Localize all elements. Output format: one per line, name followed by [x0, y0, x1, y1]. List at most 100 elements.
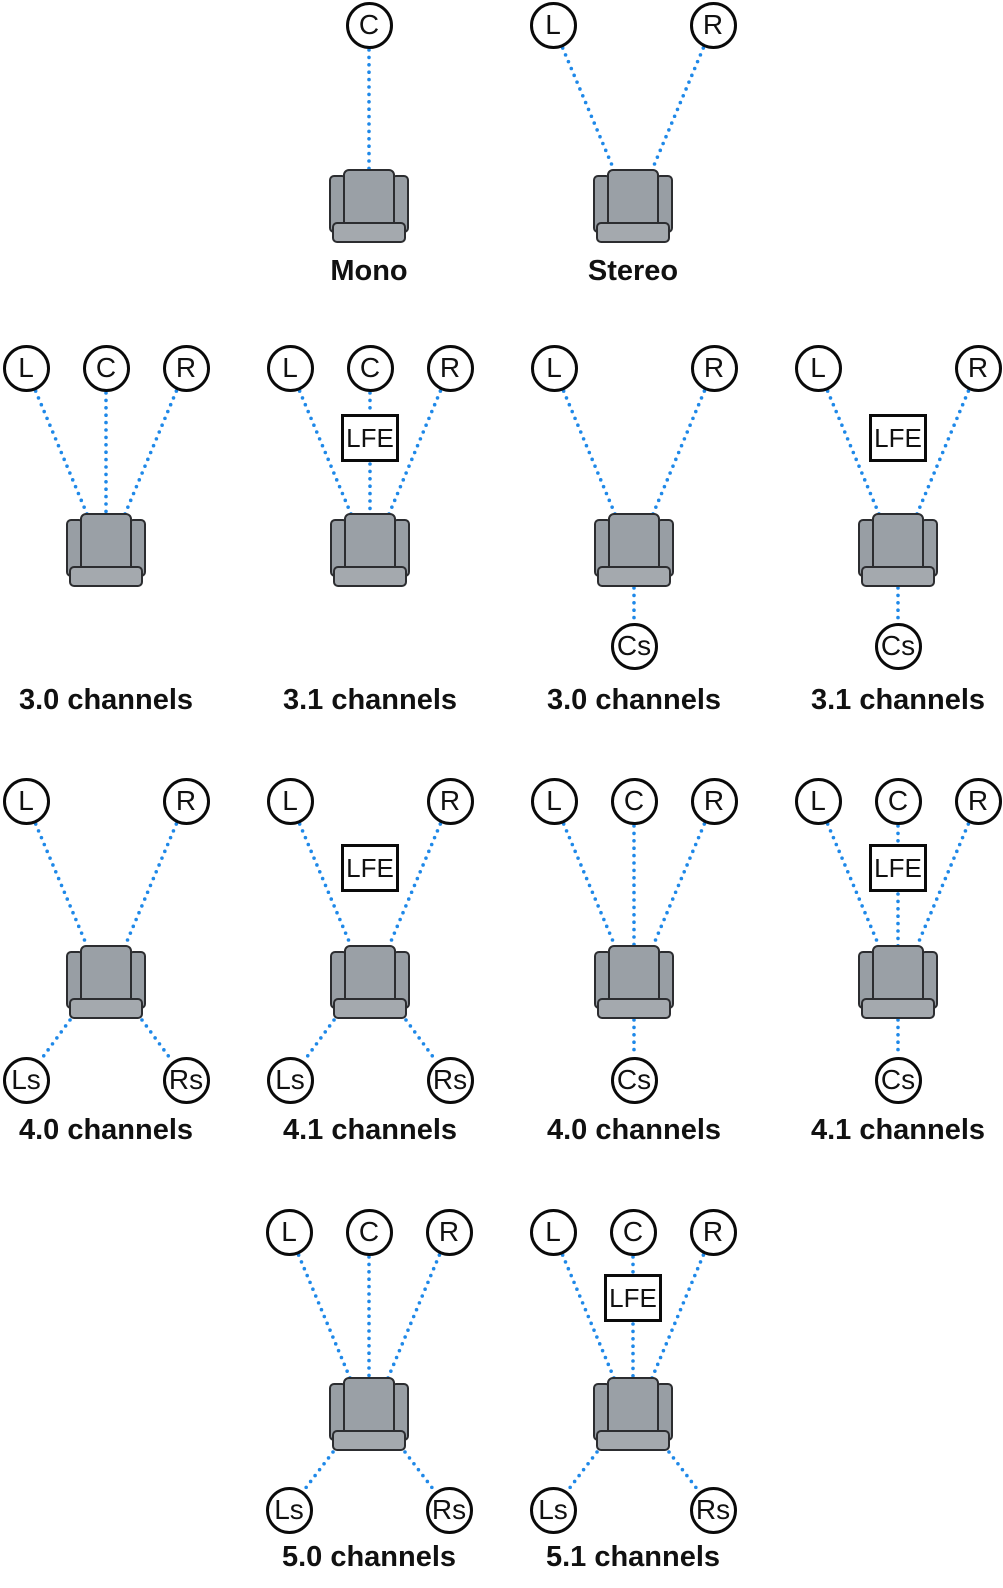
- listener-chair: [858, 945, 938, 1019]
- speaker-connection-line: [561, 389, 617, 516]
- speaker-node-L: L: [266, 344, 314, 392]
- speaker-node-Rs: Rs: [689, 1486, 737, 1534]
- speaker-node-Cs: Cs: [610, 1056, 658, 1104]
- diagram-caption-4-0-center: 4.0 channels: [546, 1114, 722, 1146]
- speaker-connection-line: [915, 389, 971, 516]
- speaker-connection-line: [651, 822, 707, 948]
- speaker-node-L: L: [265, 1208, 313, 1256]
- listener-chair: [330, 513, 410, 587]
- listener-chair: [330, 945, 410, 1019]
- speaker-connection-line: [302, 1018, 336, 1062]
- speaker-node-Ls: Ls: [529, 1486, 577, 1534]
- speaker-node-C: C: [345, 1, 393, 49]
- speaker-connection-line: [386, 1253, 442, 1380]
- speaker-node-R: R: [690, 344, 738, 392]
- speaker-connection-line: [33, 822, 89, 948]
- listener-chair: [329, 169, 409, 243]
- speaker-node-R: R: [162, 777, 210, 825]
- diagram-caption-3-1-surround: 3.1 channels: [810, 684, 986, 716]
- speaker-node-L: L: [266, 777, 314, 825]
- speaker-connection-line: [915, 822, 971, 948]
- speaker-connection-line: [651, 389, 707, 516]
- diagram-caption-3-0-surround: 3.0 channels: [546, 684, 722, 716]
- speaker-node-L: L: [794, 777, 842, 825]
- speaker-connection-line: [825, 822, 881, 948]
- speaker-connection-line: [560, 46, 616, 172]
- speaker-node-R: R: [425, 1208, 473, 1256]
- speaker-node-C: C: [874, 777, 922, 825]
- speaker-node-R: R: [689, 1, 737, 49]
- speaker-node-Rs: Rs: [426, 1056, 474, 1104]
- diagram-caption-stereo: Stereo: [587, 255, 679, 287]
- speaker-node-L: L: [2, 777, 50, 825]
- speaker-node-Cs: Cs: [610, 622, 658, 670]
- speaker-connection-line: [650, 1253, 706, 1380]
- speaker-node-R: R: [689, 1208, 737, 1256]
- speaker-connection-line: [566, 1450, 599, 1492]
- speaker-connection-line: [387, 822, 443, 948]
- speaker-node-C: C: [610, 777, 658, 825]
- speaker-node-L: L: [2, 344, 50, 392]
- diagram-caption-3-0-front: 3.0 channels: [18, 684, 194, 716]
- speaker-node-Rs: Rs: [425, 1486, 473, 1534]
- speaker-node-R: R: [954, 777, 1002, 825]
- speaker-node-R: R: [954, 344, 1002, 392]
- listener-chair: [329, 1377, 409, 1451]
- lfe-box: LFE: [869, 414, 927, 462]
- diagram-caption-4-0-quad: 4.0 channels: [18, 1114, 194, 1146]
- speaker-node-R: R: [426, 344, 474, 392]
- speaker-connection-line: [38, 1018, 72, 1062]
- speaker-node-Ls: Ls: [266, 1056, 314, 1104]
- speaker-node-C: C: [346, 344, 394, 392]
- speaker-node-L: L: [794, 344, 842, 392]
- speaker-node-R: R: [426, 777, 474, 825]
- speaker-connection-line: [650, 46, 706, 172]
- speaker-node-R: R: [690, 777, 738, 825]
- speaker-connection-line: [123, 389, 179, 516]
- listener-chair: [66, 945, 146, 1019]
- lfe-box: LFE: [869, 844, 927, 892]
- diagram-caption-4-1-quad: 4.1 channels: [282, 1114, 458, 1146]
- speaker-node-Ls: Ls: [265, 1486, 313, 1534]
- speaker-node-Cs: Cs: [874, 622, 922, 670]
- speaker-node-L: L: [529, 1, 577, 49]
- listener-chair: [66, 513, 146, 587]
- speaker-node-C: C: [609, 1208, 657, 1256]
- speaker-connection-line: [825, 389, 881, 516]
- speaker-node-Ls: Ls: [2, 1056, 50, 1104]
- speaker-node-Rs: Rs: [162, 1056, 210, 1104]
- diagram-caption-mono: Mono: [330, 255, 408, 287]
- speaker-connection-line: [387, 389, 443, 516]
- speaker-connection-line: [403, 1450, 436, 1492]
- diagram-caption-3-1-front: 3.1 channels: [282, 684, 458, 716]
- diagram-caption-5-0: 5.0 channels: [281, 1541, 457, 1573]
- listener-chair: [858, 513, 938, 587]
- listener-chair: [593, 1377, 673, 1451]
- speaker-node-R: R: [162, 344, 210, 392]
- speaker-node-Cs: Cs: [874, 1056, 922, 1104]
- speaker-node-C: C: [82, 344, 130, 392]
- speaker-node-L: L: [529, 1208, 577, 1256]
- speaker-connection-line: [297, 822, 353, 948]
- listener-chair: [594, 945, 674, 1019]
- speaker-connection-line: [404, 1018, 438, 1062]
- lfe-box: LFE: [341, 844, 399, 892]
- listener-chair: [593, 169, 673, 243]
- speaker-connection-line: [302, 1450, 335, 1492]
- speaker-connection-line: [667, 1450, 700, 1492]
- speaker-connection-line: [123, 822, 179, 948]
- diagram-caption-5-1: 5.1 channels: [545, 1541, 721, 1573]
- listener-chair: [594, 513, 674, 587]
- speaker-connection-line: [560, 1253, 616, 1380]
- speaker-connection-line: [561, 822, 617, 948]
- speaker-connection-line: [297, 389, 353, 516]
- speaker-node-L: L: [530, 777, 578, 825]
- speaker-node-C: C: [345, 1208, 393, 1256]
- diagram-caption-4-1-center: 4.1 channels: [810, 1114, 986, 1146]
- speaker-connection-line: [33, 389, 89, 516]
- lfe-box: LFE: [341, 414, 399, 462]
- lfe-box: LFE: [604, 1274, 662, 1322]
- speaker-connection-line: [296, 1253, 352, 1380]
